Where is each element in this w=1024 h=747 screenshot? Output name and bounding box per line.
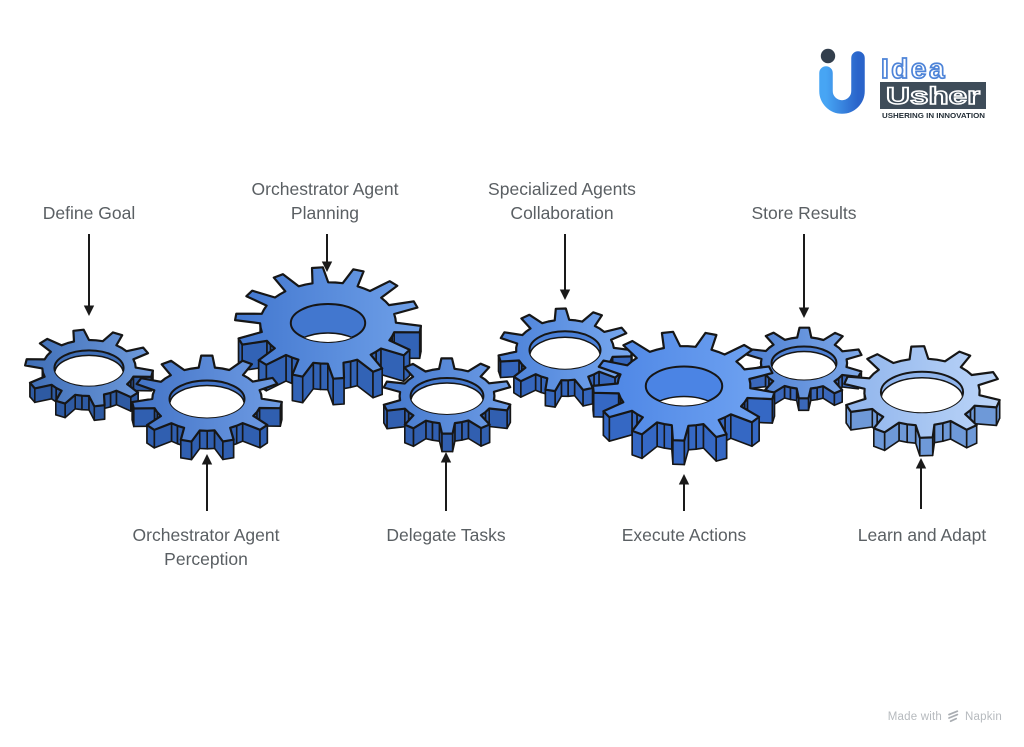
logo-usher-box [880,82,986,109]
logo-tagline: USHERING IN INNOVATION [882,113,985,120]
label-line: Planning [290,203,360,223]
label-line: Specialized Agents [488,179,636,199]
label-line: Store Results [751,203,857,223]
gear-orchestrator-agent-perception [131,354,283,461]
gear-define-goal [24,328,154,422]
label-line: Orchestrator Agent [251,179,399,199]
label-line: Delegate Tasks [386,525,506,545]
arrow-orchestrator-agent-planning [321,234,333,272]
gear-learn-and-adapt [843,345,1001,457]
label-learn-and-adapt: Learn and Adapt [858,523,986,547]
made-with-napkin: Made with Napkin [888,710,1002,723]
arrow-learn-and-adapt [915,458,927,509]
ideausher-logo: Idea Usher USHERING IN INNOVATION [819,48,986,120]
label-delegate-tasks: Delegate Tasks [386,523,505,547]
napkin-brand-text: Napkin [965,710,1002,723]
logo-u-icon [819,51,865,114]
label-line: Execute Actions [621,525,747,545]
logo-dot-icon [820,48,836,64]
gear-execute-actions [591,330,776,466]
arrow-specialized-agents-collaboration [559,234,571,300]
label-execute-actions: Execute Actions [622,523,747,547]
logo-usher-text: Usher [886,83,980,110]
logo-idea-text: Idea [881,53,947,84]
label-line: Define Goal [42,203,136,223]
gear-delegate-tasks [382,357,512,453]
label-store-results: Store Results [751,201,856,225]
arrow-store-results [798,234,810,318]
label-line: Orchestrator Agent [132,525,280,545]
gear-specialized-agents-collaboration [497,307,634,408]
label-line: Learn and Adapt [857,525,987,545]
label-line: Collaboration [510,203,614,223]
made-with-text: Made with [887,710,942,723]
arrow-execute-actions [678,474,690,511]
arrow-define-goal [83,234,95,316]
brand-logo: Idea Usher USHERING IN INNOVATION [812,40,988,122]
napkin-flash-icon [947,710,960,723]
label-define-goal: Define Goal [43,201,135,225]
label-line: Perception [164,549,248,569]
arrow-delegate-tasks [440,452,452,511]
arrow-orchestrator-agent-perception [201,454,213,511]
